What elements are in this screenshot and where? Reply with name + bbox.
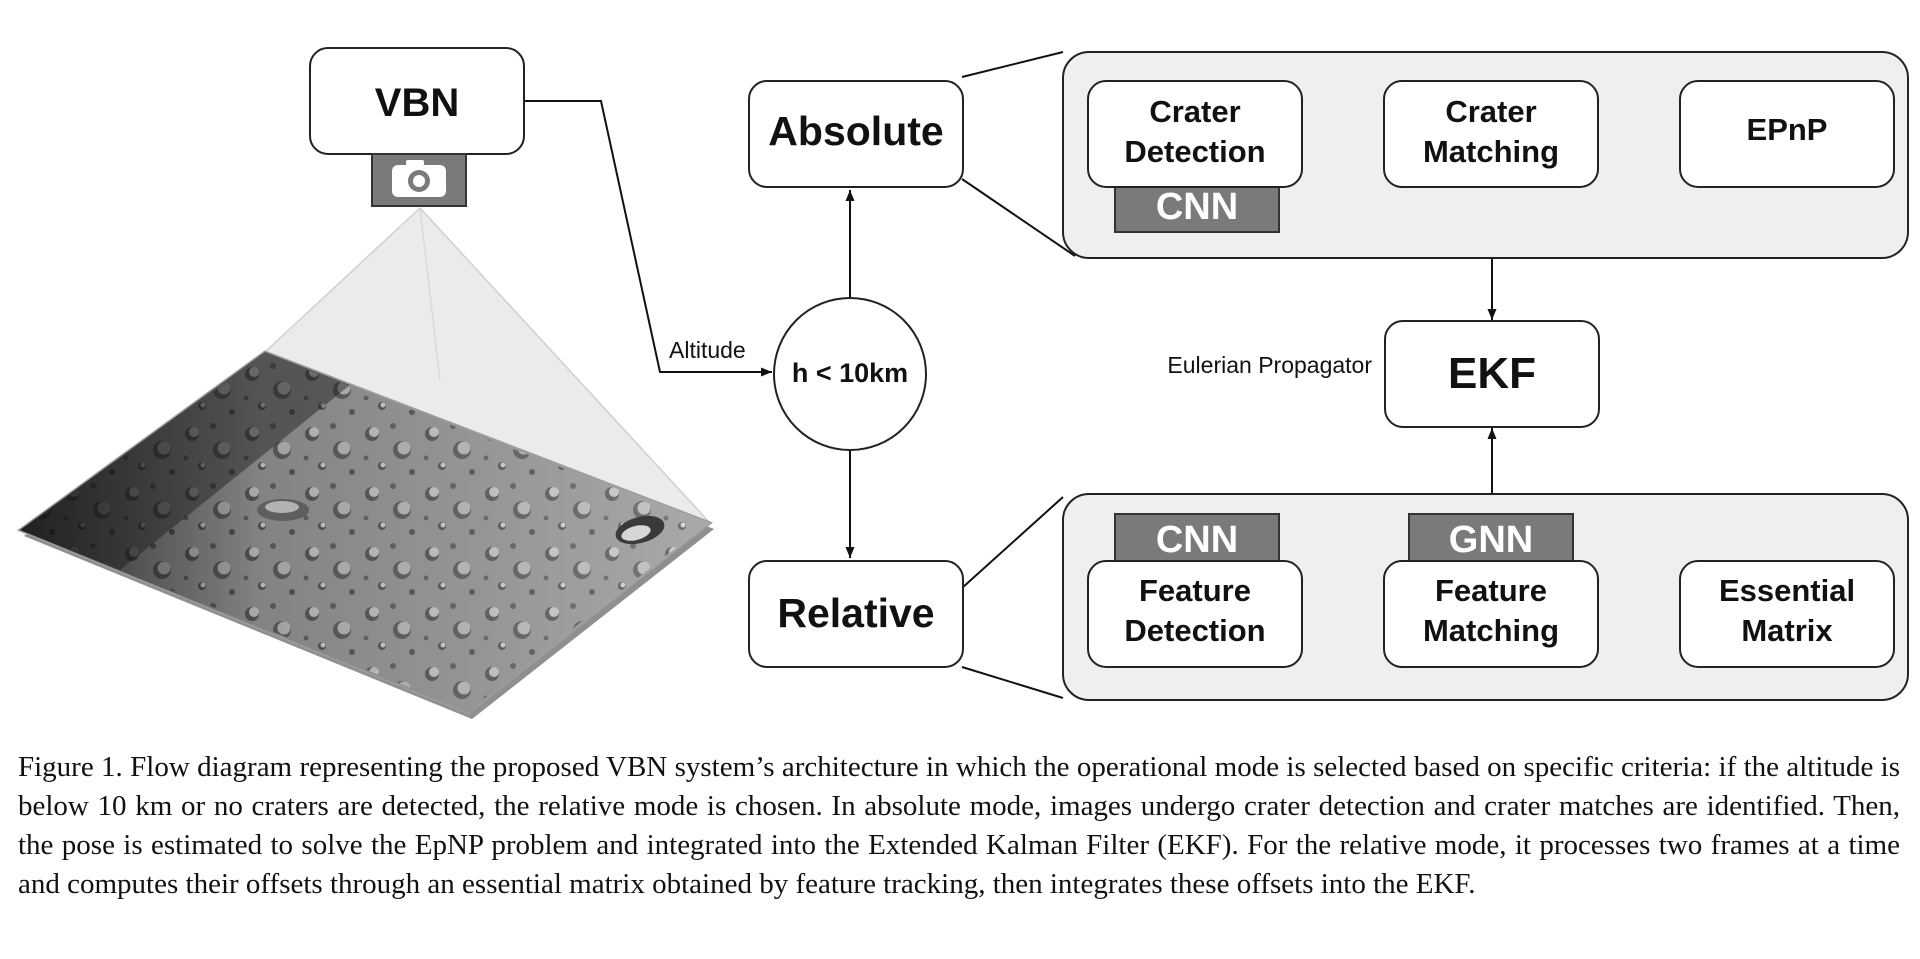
crater-matching-node: Crater Matching [1383, 80, 1599, 188]
crater-matching-line2: Matching [1423, 134, 1559, 169]
feature-detection-line2: Detection [1124, 613, 1265, 648]
gnn-relative-tag: GNN [1449, 519, 1533, 561]
feature-matching-node: Feature Matching [1383, 560, 1599, 668]
crater-matching-line1: Crater [1445, 94, 1536, 129]
lunar-surface-image [16, 350, 714, 719]
epnp-label: EPnP [1747, 112, 1828, 147]
ekf-label: EKF [1448, 349, 1536, 398]
camera-icon [371, 153, 467, 207]
altitude-label: Altitude [669, 337, 746, 363]
crater-detection-line1: Crater [1149, 94, 1240, 129]
altitude-decision-node: h < 10km [773, 297, 927, 451]
feature-matching-line2: Matching [1423, 613, 1559, 648]
essential-matrix-node: Essential Matrix [1679, 560, 1895, 668]
decision-label: h < 10km [792, 358, 908, 388]
absolute-node: Absolute [748, 80, 964, 188]
crater-detection-node: Crater Detection [1087, 80, 1303, 188]
relative-node: Relative [748, 560, 964, 668]
absolute-pipeline-panel: CNN Crater Detection Crater Matching EPn… [1062, 51, 1909, 259]
vbn-node: VBN [309, 47, 525, 155]
relative-label: Relative [777, 590, 934, 636]
ekf-node: EKF [1384, 320, 1600, 428]
relative-pipeline-panel: CNN GNN Feature Detection Feature Matchi… [1062, 493, 1909, 701]
feature-detection-line1: Feature [1139, 573, 1251, 608]
cnn-relative-tag: CNN [1156, 519, 1238, 561]
essential-matrix-line1: Essential [1719, 573, 1855, 608]
cnn-absolute-tag: CNN [1156, 186, 1238, 228]
crater-detection-line2: Detection [1124, 134, 1265, 169]
epnp-node: EPnP [1679, 80, 1895, 188]
feature-detection-node: Feature Detection [1087, 560, 1303, 668]
absolute-label: Absolute [768, 108, 943, 154]
feature-matching-line1: Feature [1435, 573, 1547, 608]
eulerian-propagator-label: Eulerian Propagator [1167, 352, 1372, 378]
figure-caption: Figure 1. Flow diagram representing the … [18, 751, 1900, 900]
vbn-label: VBN [375, 81, 459, 125]
camera-field-of-view [264, 207, 711, 524]
essential-matrix-line2: Matrix [1741, 613, 1833, 648]
